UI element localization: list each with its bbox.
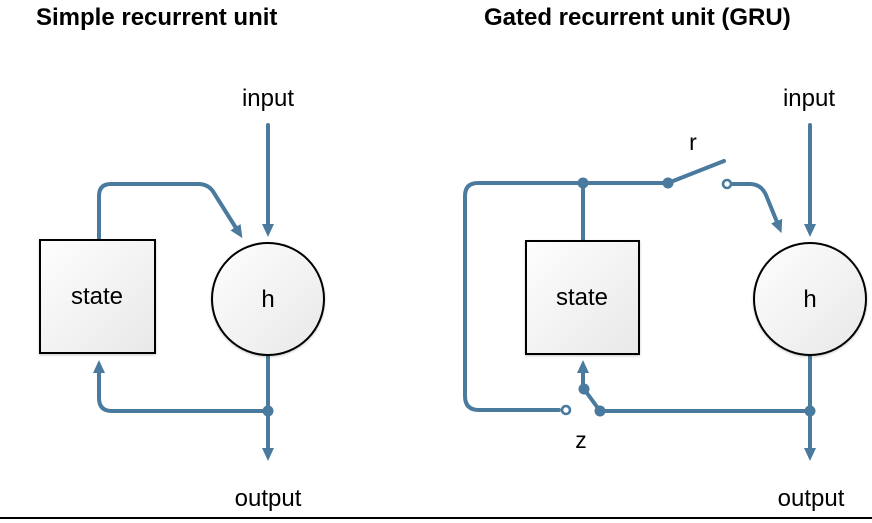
gru-rail-junction-dot xyxy=(577,177,589,189)
simple-recurrent-unit-figure xyxy=(39,123,325,461)
gru-r-gate-label: r xyxy=(689,129,697,155)
simple-output-label: output xyxy=(234,485,302,512)
gru-r-switch-arm xyxy=(666,159,726,185)
gru-state-label: state xyxy=(555,284,609,311)
simple-output-junction-dot xyxy=(262,405,274,417)
gru-input-label: input xyxy=(782,85,836,112)
gru-z-switch-open-terminal xyxy=(560,404,572,416)
simple-unit-title: Simple recurrent unit xyxy=(36,4,278,31)
simple-input-label: input xyxy=(241,85,295,112)
gru-z-switch-pivot-dot xyxy=(594,405,606,417)
gru-r-gate-to-h-arrow xyxy=(729,182,783,234)
gru-h-circle xyxy=(753,242,867,356)
gru-z-gate-label: z xyxy=(575,427,587,453)
gru-title: Gated recurrent unit (GRU) xyxy=(484,4,791,31)
simple-state-box xyxy=(39,239,156,354)
gru-output-junction-dot xyxy=(804,405,816,417)
gated-recurrent-unit-figure xyxy=(463,123,867,461)
gru-r-switch-pivot-dot xyxy=(662,177,674,189)
gru-output-label: output xyxy=(777,485,845,512)
bottom-border-rule xyxy=(0,517,872,519)
gru-state-box xyxy=(525,240,640,355)
simple-state-to-h-arrow xyxy=(97,182,243,242)
gru-h-label: h xyxy=(803,286,817,313)
gru-recurrent-rail-wire xyxy=(463,181,670,412)
gru-r-switch-open-terminal xyxy=(721,178,733,190)
simple-h-circle xyxy=(211,242,325,356)
simple-feedback-to-state-arrow xyxy=(93,360,270,413)
simple-state-label: state xyxy=(70,283,124,310)
simple-h-label: h xyxy=(261,286,275,313)
gru-z-switch-arm-dot xyxy=(578,383,590,395)
